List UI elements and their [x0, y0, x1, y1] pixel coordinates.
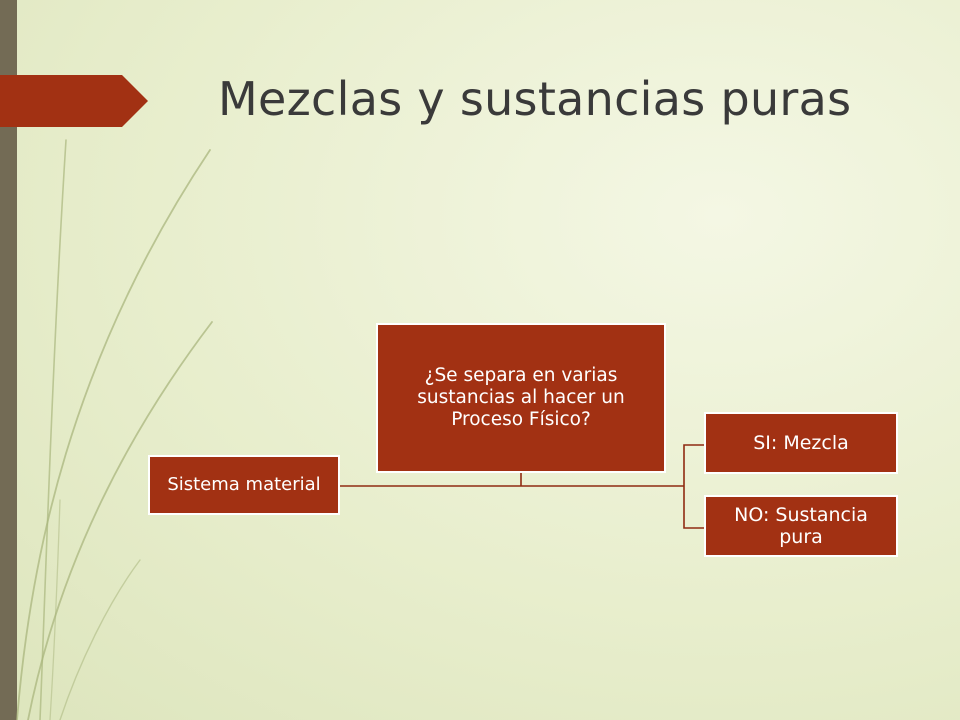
left-decorative-bar	[0, 0, 17, 720]
node-sistema-material: Sistema material	[148, 455, 340, 515]
node-question: ¿Se separa en varias sustancias al hacer…	[376, 323, 666, 473]
no-connector	[683, 486, 704, 529]
slide-title: Mezclas y sustancias puras	[218, 72, 852, 126]
node-no-label: NO: Sustancia pura	[734, 503, 868, 548]
title-arrow-shape	[0, 75, 148, 127]
node-yes-label: SI: Mezcla	[753, 431, 849, 454]
yes-connector	[683, 444, 704, 486]
node-root-label: Sistema material	[167, 474, 321, 496]
node-question-label: ¿Se separa en varias sustancias al hacer…	[417, 365, 625, 430]
node-answer-no: NO: Sustancia pura	[704, 495, 898, 557]
node-answer-yes: SI: Mezcla	[704, 412, 898, 474]
